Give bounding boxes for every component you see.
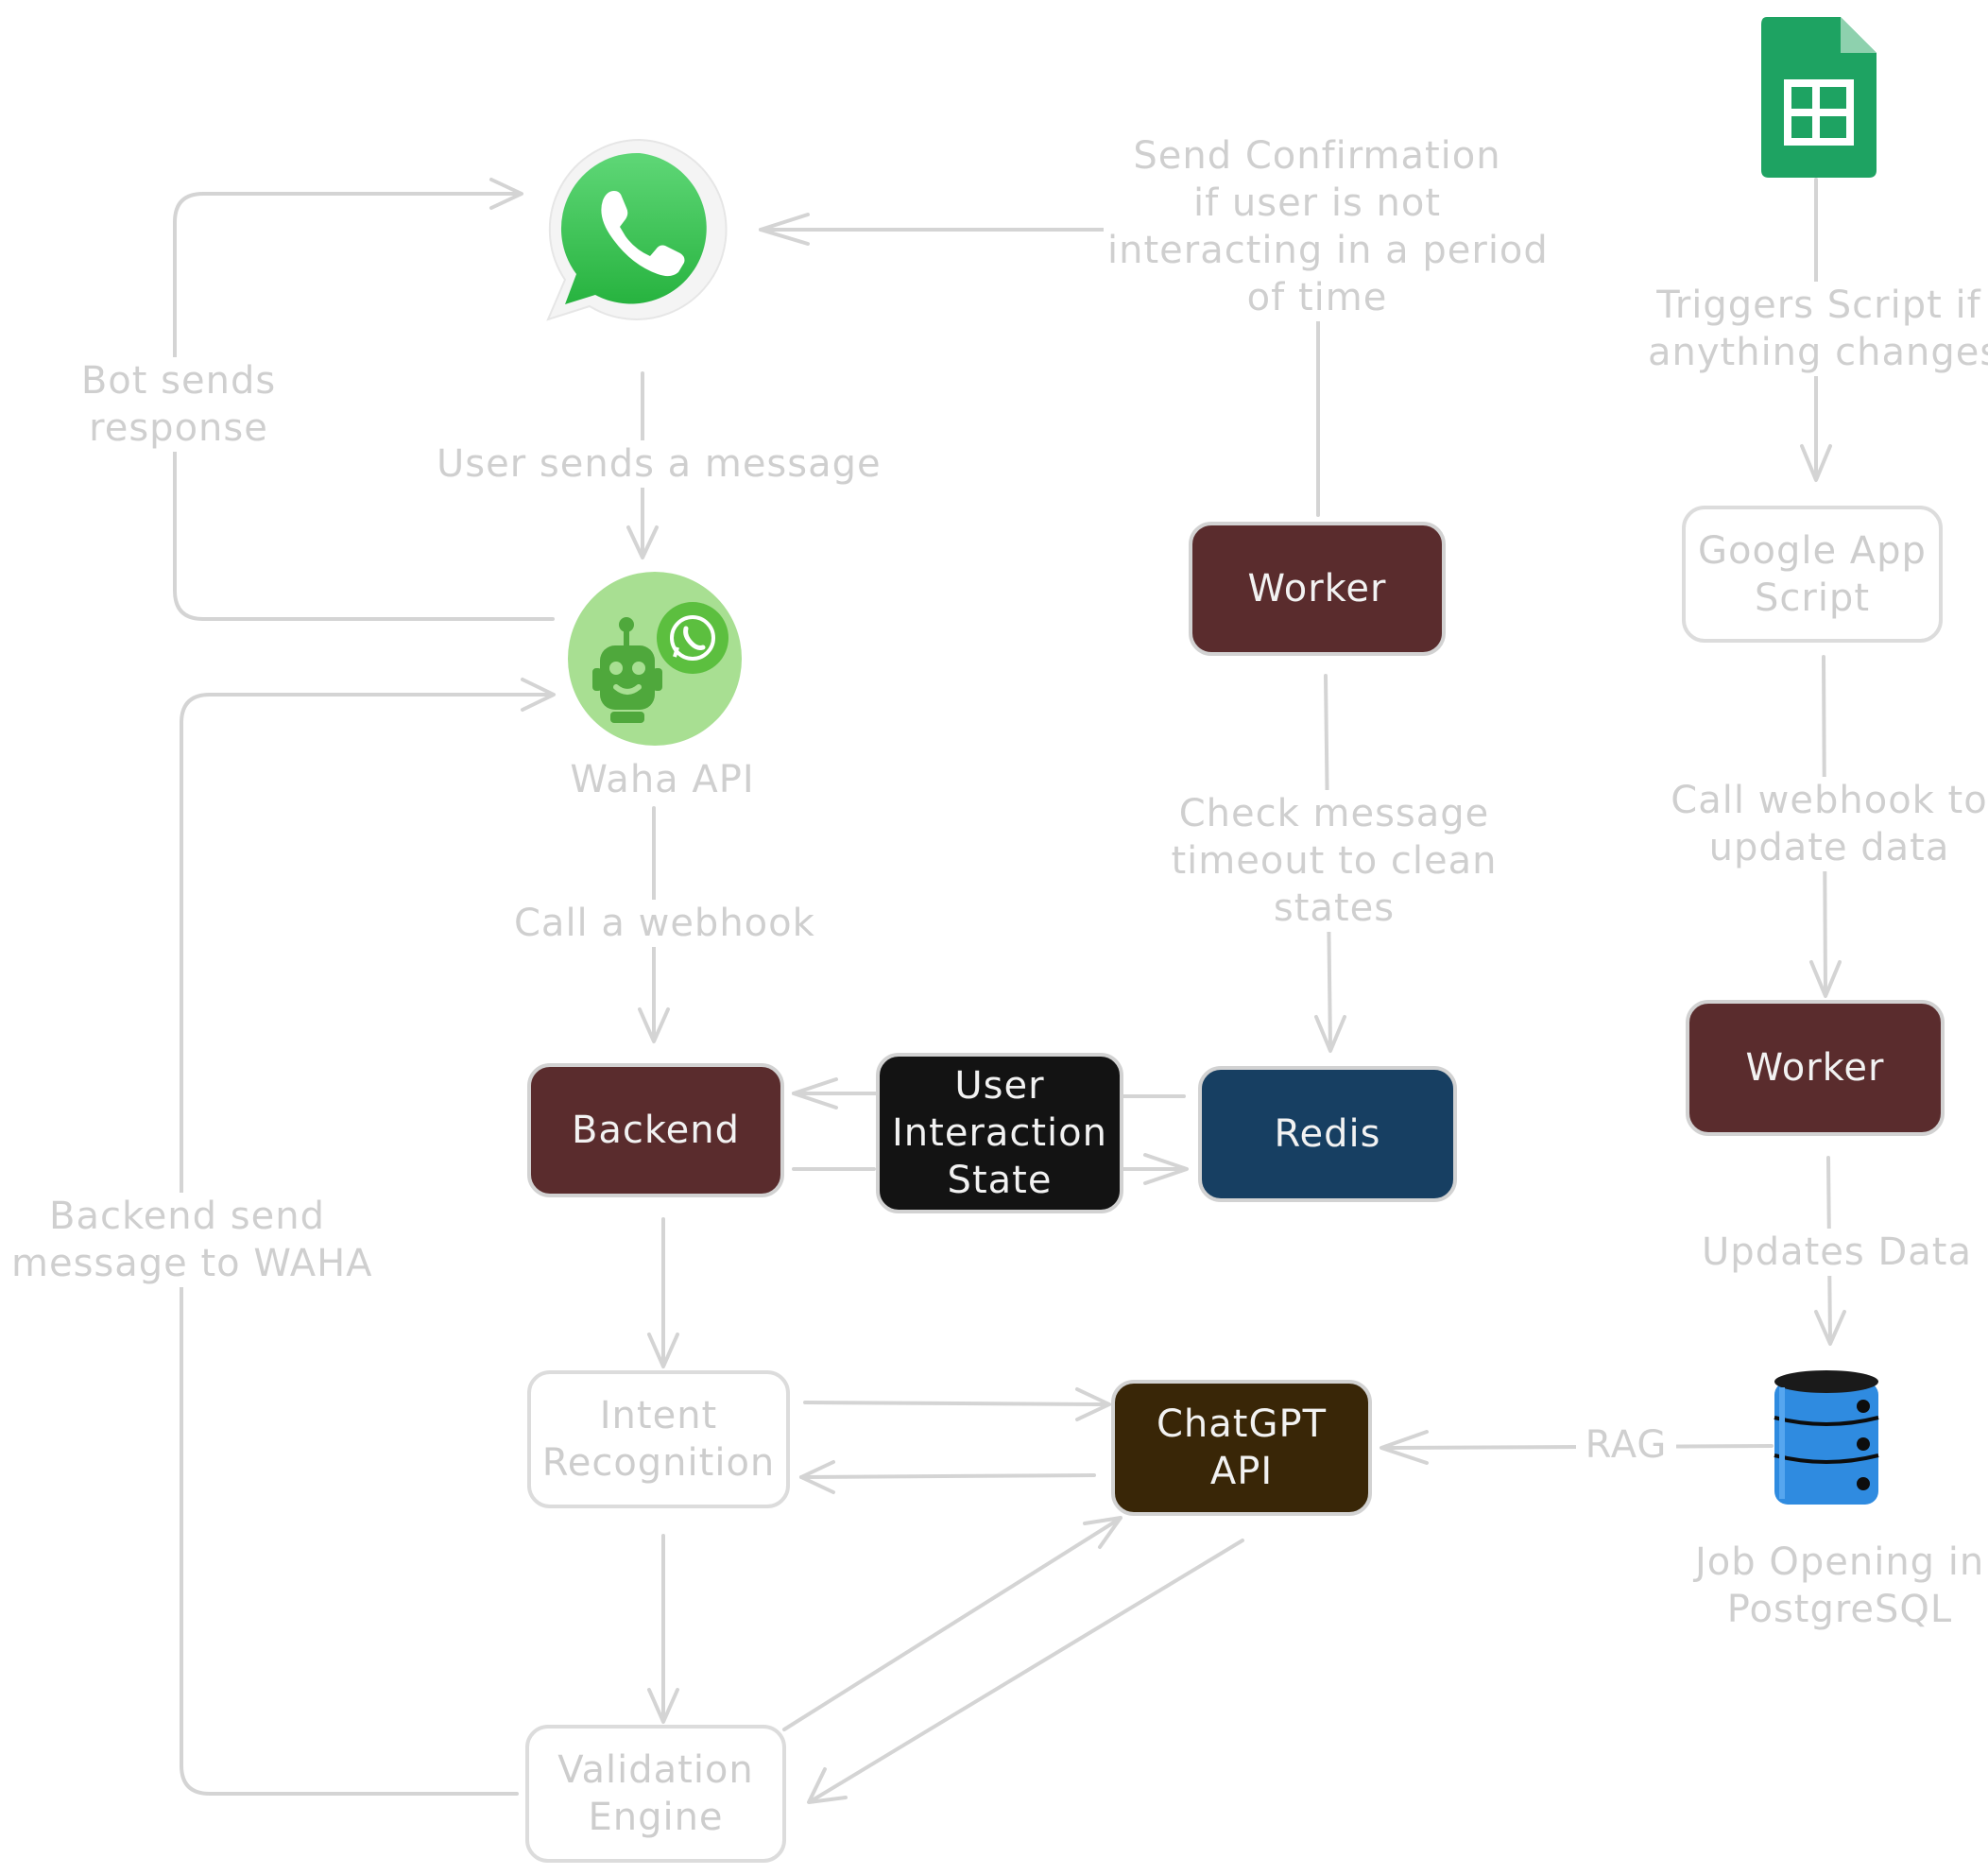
intent-line-1: Intent (599, 1394, 718, 1437)
google-app-script-node[interactable]: Google App Script (1682, 506, 1943, 643)
backend-label: Backend (571, 1109, 741, 1152)
call-webhook-update-label: Call webhook to update data (1663, 777, 1988, 871)
chatgpt-api-node[interactable]: ChatGPT API (1111, 1380, 1372, 1516)
call-webhook-update-line-1: Call webhook to (1671, 779, 1988, 822)
check-timeout-line-2: timeout to clean (1171, 839, 1498, 883)
check-timeout-line-3: states (1273, 886, 1396, 930)
bot-sends-response-label: Bot sends response (68, 357, 289, 452)
arrowhead (1814, 1310, 1846, 1346)
call-a-webhook-label: Call a webhook (510, 900, 815, 947)
send-confirmation-line-1: Send Confirmation (1133, 134, 1501, 178)
validation-engine-node[interactable]: Validation Engine (525, 1725, 786, 1863)
check-timeout-label: Check message timeout to clean states (1160, 790, 1508, 932)
intent-line-2: Recognition (541, 1441, 776, 1485)
worker-right-node[interactable]: Worker (1686, 1000, 1945, 1136)
triggers-script-line-1: Triggers Script if (1656, 284, 1981, 327)
database-icon (1769, 1368, 1884, 1512)
worker-right-label: Worker (1745, 1046, 1885, 1090)
arrowhead (1809, 960, 1842, 998)
updates-data-line-1: Updates Data (1702, 1230, 1972, 1274)
arrowhead (1083, 1516, 1123, 1549)
backend-node[interactable]: Backend (527, 1063, 784, 1197)
arrowhead (489, 178, 523, 210)
updates-data-label: Updates Data (1691, 1229, 1982, 1276)
edge-chatgpt-to-intent (799, 1473, 1096, 1479)
robot-whatsapp-icon (567, 570, 746, 749)
user-state-line-3: State (947, 1159, 1053, 1202)
rag-line-1: RAG (1585, 1423, 1668, 1467)
database-label: Job Opening in PostgreSQL (1691, 1539, 1988, 1633)
redis-label: Redis (1274, 1112, 1381, 1156)
edge-validation-to-chatgpt (782, 1517, 1122, 1731)
whatsapp-icon (540, 132, 739, 331)
send-confirmation-label: Send Confirmation if user is not interac… (1104, 132, 1549, 321)
triggers-script-line-2: anything changes (1648, 331, 1988, 374)
rag-label: RAG (1576, 1421, 1676, 1469)
google-sheets-icon (1759, 17, 1878, 178)
arrowhead (1075, 1387, 1111, 1421)
redis-node[interactable]: Redis (1198, 1066, 1457, 1202)
arrowhead (638, 1007, 670, 1043)
validation-line-2: Engine (588, 1796, 724, 1839)
send-confirmation-line-2: if user is not (1192, 181, 1442, 225)
arrowhead (647, 1688, 679, 1724)
arrowhead (1143, 1153, 1189, 1185)
edge-chatgpt-to-validation (809, 1539, 1244, 1803)
database-line-2: PostgreSQL (1726, 1588, 1953, 1631)
backend-send-waha-line-1: Backend send (49, 1195, 325, 1238)
arrowhead (792, 1077, 838, 1110)
check-timeout-line-1: Check message (1178, 792, 1490, 835)
user-sends-message-line-1: User sends a message (437, 442, 882, 486)
chatgpt-line-2: API (1209, 1450, 1274, 1493)
waha-api-label: Waha API (559, 756, 765, 803)
arrowhead (1380, 1430, 1429, 1465)
arrowhead (799, 1460, 835, 1494)
edge-intent-to-chatgpt (803, 1401, 1109, 1406)
chatgpt-line-1: ChatGPT (1156, 1402, 1328, 1446)
arrowhead (759, 213, 810, 246)
worker-top-label: Worker (1247, 567, 1387, 611)
arrowhead (1800, 444, 1832, 482)
backend-send-waha-label: Backend send message to WAHA (8, 1193, 373, 1287)
bot-sends-response-line-2: response (89, 406, 268, 450)
intent-recognition-node[interactable]: Intent Recognition (527, 1370, 790, 1508)
arrowhead (521, 678, 556, 712)
database-line-1: Job Opening in (1695, 1540, 1985, 1584)
google-app-script-line-2: Script (1754, 576, 1870, 620)
arrowhead (626, 525, 659, 559)
backend-send-waha-line-2: message to WAHA (11, 1242, 373, 1285)
call-webhook-update-line-2: update data (1708, 826, 1950, 869)
arrowhead (647, 1333, 679, 1368)
waha-api-text: Waha API (570, 758, 755, 801)
user-sends-message-label: User sends a message (433, 440, 882, 488)
triggers-script-label: Triggers Script if anything changes (1644, 282, 1988, 376)
call-a-webhook-line-1: Call a webhook (514, 902, 815, 945)
worker-top-node[interactable]: Worker (1189, 522, 1446, 656)
send-confirmation-line-4: of time (1246, 276, 1388, 319)
arrowhead (1314, 1015, 1346, 1053)
arrowhead (807, 1767, 848, 1804)
user-state-line-1: User (954, 1064, 1045, 1108)
send-confirmation-line-3: interacting in a period (1107, 229, 1549, 272)
validation-line-1: Validation (557, 1748, 754, 1792)
user-interaction-state-node[interactable]: User Interaction State (876, 1053, 1123, 1213)
google-app-script-line-1: Google App (1698, 528, 1927, 573)
bot-sends-response-line-1: Bot sends (80, 359, 277, 403)
user-state-line-2: Interaction (891, 1111, 1107, 1155)
